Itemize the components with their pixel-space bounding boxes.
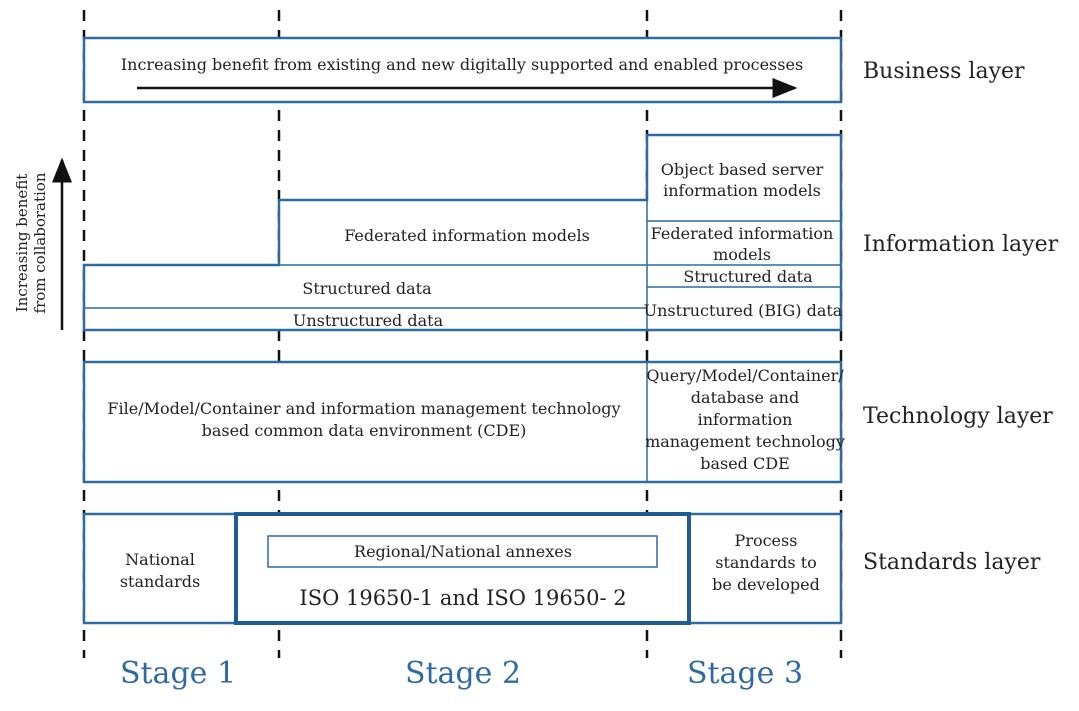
- process-standards-line2: standards to: [715, 553, 817, 572]
- federated-models-text: Federated information models: [344, 226, 590, 245]
- stage3-federated-text-line2: models: [713, 245, 771, 264]
- regional-annexes-box: [267, 535, 658, 568]
- stage3-cde-line1: Query/Model/Container/: [646, 366, 844, 385]
- information-layer: Federated information models Structured …: [82, 133, 1059, 332]
- information-layer-label: Information layer: [863, 232, 1059, 257]
- stage3-federated-text-line1: Federated information: [651, 224, 834, 243]
- process-standards-box: [687, 512, 843, 625]
- stage3-unstructured-big-text: Unstructured (BIG) data: [644, 301, 843, 320]
- stage-2-label: Stage 2: [405, 656, 521, 691]
- cde-text-line2: based common data environment (CDE): [202, 421, 527, 440]
- stage3-structured-text: Structured data: [683, 267, 813, 286]
- technology-layer: File/Model/Container and information man…: [82, 360, 1053, 484]
- collaboration-axis: Increasing benefit from collaboration: [13, 157, 72, 330]
- stage3-cde-line5: based CDE: [700, 454, 790, 473]
- national-standards-line2: standards: [120, 572, 200, 591]
- regional-annexes-text: Regional/National annexes: [354, 542, 572, 561]
- process-standards-line3: be developed: [712, 575, 820, 594]
- iso-box: [234, 512, 691, 625]
- stage3-cde-line4: management technology: [645, 432, 845, 451]
- technology-layer-label: Technology layer: [863, 404, 1053, 429]
- business-box: [82, 36, 843, 104]
- stage-3-label: Stage 3: [687, 656, 803, 691]
- standards-layer: Regional/National annexes ISO 19650-1 an…: [82, 512, 1041, 625]
- cde-text-line1: File/Model/Container and information man…: [107, 399, 620, 418]
- technology-box: [82, 360, 843, 484]
- stage3-cde-line2: database and: [691, 388, 799, 407]
- business-benefit-text: Increasing benefit from existing and new…: [121, 55, 803, 74]
- object-based-text-line1: Object based server: [661, 160, 824, 179]
- stage3-cde-line3: information: [698, 410, 793, 429]
- national-standards-line1: National: [125, 550, 195, 569]
- stage-labels: Stage 1 Stage 2 Stage 3: [120, 656, 803, 691]
- process-standards-line1: Process: [735, 531, 798, 550]
- standards-layer-label: Standards layer: [863, 550, 1041, 575]
- structured-data-text: Structured data: [302, 279, 432, 298]
- iso-standard-text: ISO 19650-1 and ISO 19650- 2: [299, 586, 626, 610]
- object-based-text-line2: information models: [663, 181, 821, 200]
- unstructured-data-text: Unstructured data: [293, 311, 444, 330]
- business-layer: Increasing benefit from existing and new…: [82, 36, 1025, 104]
- national-standards-box: [82, 512, 239, 625]
- collaboration-label-line1: Increasing benefit: [13, 174, 31, 313]
- stage-1-label: Stage 1: [120, 656, 236, 691]
- collaboration-label-line2: from collaboration: [31, 172, 49, 313]
- business-layer-label: Business layer: [863, 59, 1025, 84]
